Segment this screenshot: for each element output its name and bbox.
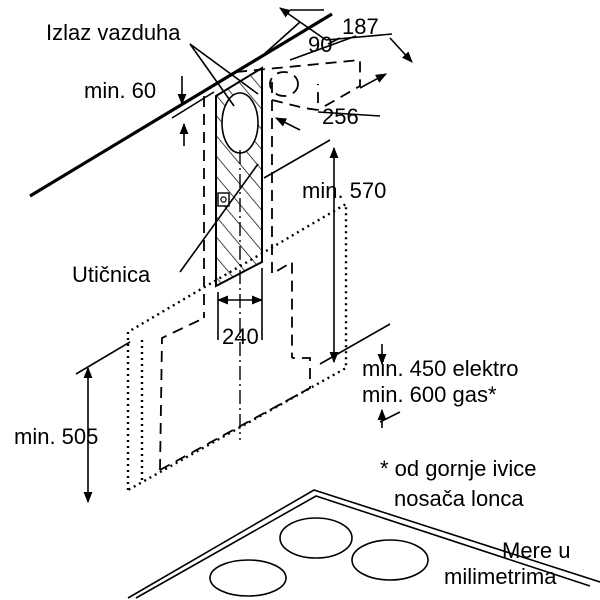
dim-240 [216,268,264,340]
dashed-outline [159,59,361,471]
socket-icon [217,192,230,207]
label-dim-187: 187 [342,14,379,39]
label-dim-90: 90 [308,32,332,57]
leader-lines [179,43,259,273]
dim-min-60 [171,76,215,146]
dim-min-505 [75,341,131,504]
dim-top [261,7,413,63]
label-min-60: min. 60 [84,78,156,103]
hob [127,489,600,599]
air-outlet-opening [221,92,259,154]
label-dim-256: 256 [322,104,359,129]
label-min-600: min. 600 gas* [362,382,497,407]
units-line-2: milimetrima [444,564,557,589]
label-min-570: min. 570 [302,178,386,203]
label-dim-240: 240 [222,324,259,349]
dim-256 [274,73,387,131]
upper-chimney [215,66,263,288]
footnote-line-2: nosača lonca [394,486,524,511]
dim-min-570 [263,139,339,364]
label-min-505: min. 505 [14,424,98,449]
label-air-outlet: Izlaz vazduha [46,20,181,45]
units-line-1: Mere u [502,538,570,563]
dim-min-450 [319,323,401,428]
footnote-line-1: * od gornje ivice [380,456,537,481]
label-socket: Utičnica [72,262,151,287]
label-min-450: min. 450 elektro [362,356,519,381]
